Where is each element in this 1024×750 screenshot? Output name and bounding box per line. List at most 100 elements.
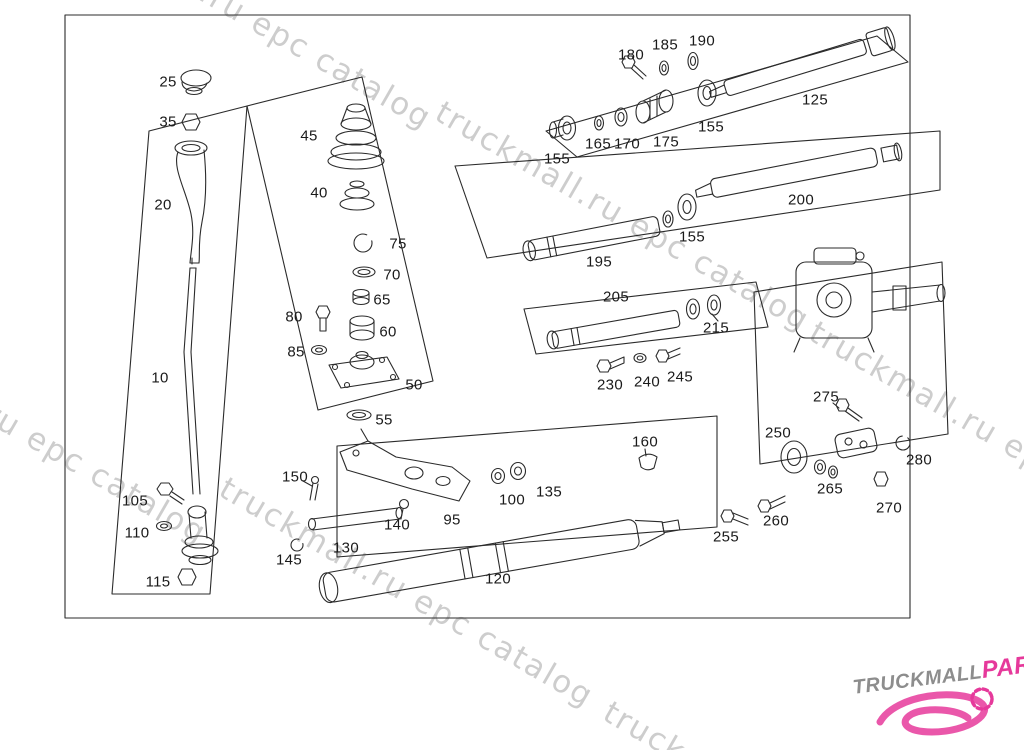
part-label-145[interactable]: 145 [276,551,302,569]
part-label-40[interactable]: 40 [310,184,328,202]
flange-155a-drawing [548,115,577,141]
part-label-60[interactable]: 60 [379,323,397,341]
small-ring-145-drawing [290,538,304,552]
lower-joint-drawing [181,505,219,566]
part-label-115[interactable]: 115 [145,573,171,591]
rubber-buffer-160-drawing [638,453,658,471]
leader-lines [302,313,840,487]
part-label-20[interactable]: 20 [154,196,172,214]
part-label-175[interactable]: 175 [653,133,679,151]
part-label-215[interactable]: 215 [703,319,729,337]
ring-195-right-drawing [662,210,674,228]
rod-200-drawing [695,142,903,198]
part-label-55[interactable]: 55 [375,411,393,429]
part-label-50[interactable]: 50 [405,376,423,394]
part-label-120[interactable]: 120 [485,570,511,588]
bushing-250-drawing [780,440,808,474]
rod-205-drawing [546,309,681,350]
assembly-boxes [111,35,949,595]
upper-boot-drawing [327,103,385,170]
coupling-175-drawing [635,89,674,124]
joint-nut-drawing [177,568,197,586]
part-label-75[interactable]: 75 [389,235,407,253]
part-label-10[interactable]: 10 [151,369,169,387]
rod-195-drawing [522,216,661,262]
part-label-110[interactable]: 110 [124,524,150,542]
ring-190-drawing [687,51,699,71]
part-label-160[interactable]: 160 [632,433,658,451]
snap-ring-drawing [353,233,373,253]
part-label-230[interactable]: 230 [597,376,623,394]
part-label-205[interactable]: 205 [603,288,629,306]
part-label-95[interactable]: 95 [443,511,461,529]
bolt-230-drawing [596,356,625,373]
washer-185-drawing [658,60,670,76]
part-label-155-a[interactable]: 155 [544,150,570,168]
part-label-260[interactable]: 260 [763,512,789,530]
part-label-130[interactable]: 130 [333,539,359,557]
lower-boot-drawing [339,180,375,211]
part-label-270[interactable]: 270 [876,499,902,517]
part-label-65[interactable]: 65 [373,291,391,309]
gear-knob-drawing [180,69,212,96]
part-label-140[interactable]: 140 [384,516,410,534]
part-label-150[interactable]: 150 [282,468,308,486]
bolt-245-drawing [655,347,681,363]
part-label-25[interactable]: 25 [159,73,177,91]
rings-215-drawing [685,294,722,320]
part-label-135[interactable]: 135 [536,483,562,501]
logo-swirl-icon [876,687,994,736]
part-label-35[interactable]: 35 [159,113,177,131]
part-label-105[interactable]: 105 [122,492,148,510]
part-label-240[interactable]: 240 [634,373,660,391]
bolt-180-drawing [621,55,647,80]
part-label-165[interactable]: 165 [585,135,611,153]
part-label-265[interactable]: 265 [817,480,843,498]
selector-rod-125-drawing [708,26,896,98]
nut-270-drawing [873,471,889,487]
part-label-190[interactable]: 190 [689,32,715,50]
bushing-60-drawing [349,315,375,341]
knob-nut-drawing [181,113,201,131]
support-bracket-drawing [339,428,471,502]
part-label-280[interactable]: 280 [906,451,932,469]
part-label-255[interactable]: 255 [713,528,739,546]
bushing-65-drawing [352,288,370,306]
part-label-85[interactable]: 85 [287,343,305,361]
shift-rod-drawing [183,257,201,495]
part-label-155-b[interactable]: 155 [698,118,724,136]
steering-gearbox-drawing [793,247,946,353]
bolt-255-drawing [720,509,749,526]
outer-frame [64,14,911,619]
washer-85-drawing [310,344,328,356]
part-label-70[interactable]: 70 [383,266,401,284]
upper-lever-drawing [174,140,208,264]
part-label-180[interactable]: 180 [618,46,644,64]
clip-140-drawing [398,498,410,520]
part-label-185[interactable]: 185 [652,36,678,54]
washer-165-drawing [593,115,605,131]
joint-washer-drawing [155,520,173,532]
part-label-245[interactable]: 245 [667,368,693,386]
ring-280-drawing [895,435,911,451]
bolt-80-drawing [315,305,331,332]
washers-265-drawing [813,459,839,479]
coupling-sleeve-drawing [834,427,878,459]
part-label-170[interactable]: 170 [614,135,640,153]
part-label-195[interactable]: 195 [586,253,612,271]
flange-155c-drawing [677,193,697,221]
cotter-pin-drawing [309,475,320,501]
part-label-80[interactable]: 80 [285,308,303,326]
washer-170-drawing [614,107,628,127]
part-label-155-c[interactable]: 155 [679,228,705,246]
part-label-45[interactable]: 45 [300,127,318,145]
part-label-275[interactable]: 275 [813,388,839,406]
flange-155b-drawing [697,79,717,107]
part-label-200[interactable]: 200 [788,191,814,209]
bolt-260-drawing [757,495,786,513]
part-label-125[interactable]: 125 [802,91,828,109]
part-label-100[interactable]: 100 [499,491,525,509]
part-label-250[interactable]: 250 [765,424,791,442]
